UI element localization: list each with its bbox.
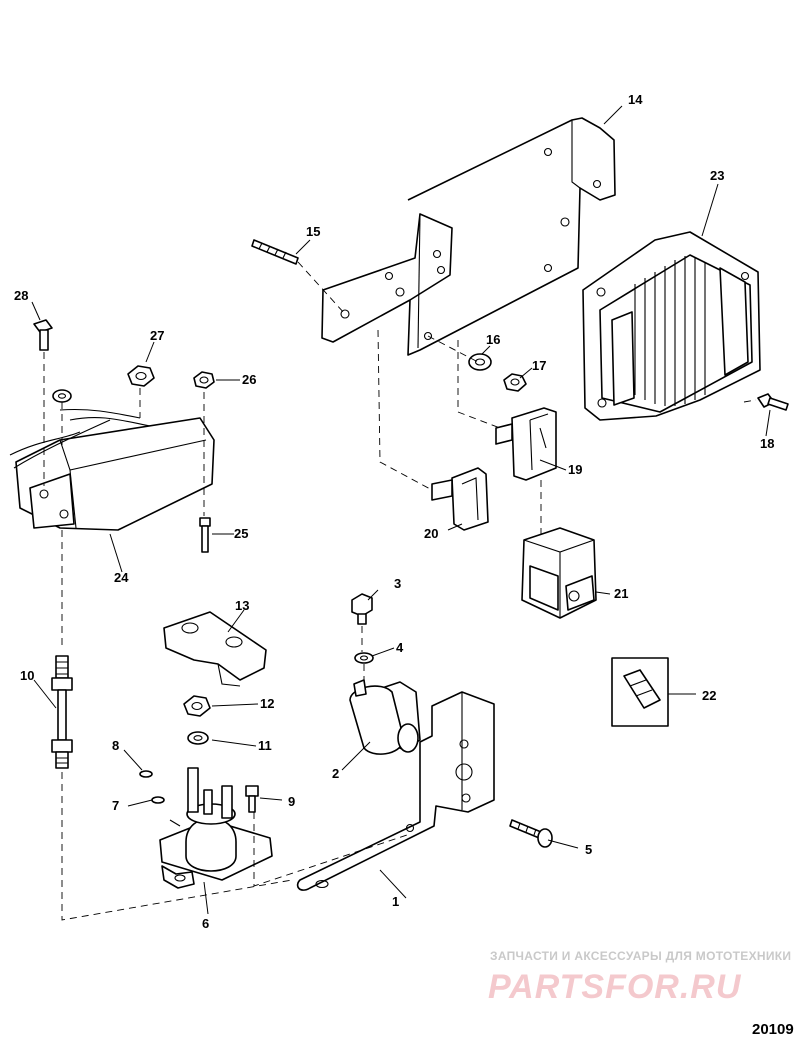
part-10-stud	[51, 655, 73, 769]
callout-2: 2	[332, 766, 339, 781]
callout-4: 4	[396, 640, 404, 655]
callout-22: 22	[702, 688, 716, 703]
callout-8: 8	[112, 738, 119, 753]
part-11-lock-washer	[187, 731, 209, 745]
callout-24: 24	[114, 570, 129, 585]
watermark: ЗАПЧАСТИ И АКСЕССУАРЫ ДЛЯ МОТОТЕХНИКИ PA…	[488, 949, 791, 1006]
callout-14: 14	[628, 92, 643, 107]
part-26-nut	[193, 371, 215, 389]
part-2-solenoid	[349, 679, 421, 755]
part-16-washer	[468, 353, 492, 371]
part-18-bolt	[757, 393, 789, 411]
callout-23: 23	[710, 168, 724, 183]
callout-13: 13	[235, 598, 249, 613]
callout-numbers: 1 2 3 4 5 6 7 8 9 10 11 12 13 14 15 16 1…	[14, 92, 774, 931]
part-8-clip	[139, 770, 153, 778]
callout-26: 26	[242, 372, 256, 387]
callout-20: 20	[424, 526, 438, 541]
washer-small	[52, 389, 72, 403]
part-28-screw	[33, 319, 53, 351]
part-21-relay	[521, 527, 597, 619]
part-13-terminal-cover	[163, 611, 267, 687]
part-15-stud-bolt	[251, 239, 299, 265]
part-4-lock-washer	[354, 652, 374, 664]
part-6-solenoid	[159, 767, 273, 889]
part-24-ignition-module	[9, 408, 215, 531]
figure-number: 20109	[752, 1021, 794, 1038]
part-12-nut	[183, 695, 211, 717]
part-9-screw	[245, 785, 259, 813]
callout-25: 25	[234, 526, 248, 541]
callout-6: 6	[202, 916, 209, 931]
callout-10: 10	[20, 668, 34, 683]
part-5-screw	[509, 819, 553, 848]
part-7-clip	[151, 796, 165, 804]
callout-12: 12	[260, 696, 274, 711]
part-3-bolt	[351, 593, 373, 625]
callout-18: 18	[760, 436, 774, 451]
callout-16: 16	[486, 332, 500, 347]
assembly-lines	[43, 261, 757, 921]
callout-7: 7	[112, 798, 119, 813]
part-14-mounting-bracket	[321, 117, 616, 356]
callout-1: 1	[392, 894, 399, 909]
part-27-nut	[127, 365, 155, 387]
callout-21: 21	[614, 586, 628, 601]
callout-9: 9	[288, 794, 295, 809]
callout-28: 28	[14, 288, 28, 303]
callout-5: 5	[585, 842, 592, 857]
part-19-relay-socket	[495, 407, 557, 481]
callout-27: 27	[150, 328, 164, 343]
watermark-tagline: ЗАПЧАСТИ И АКСЕССУАРЫ ДЛЯ МОТОТЕХНИКИ	[490, 949, 791, 963]
callout-15: 15	[306, 224, 320, 239]
part-17-nut	[503, 373, 527, 392]
callout-11: 11	[258, 738, 272, 753]
callout-17: 17	[532, 358, 546, 373]
callout-19: 19	[568, 462, 582, 477]
callout-3: 3	[394, 576, 401, 591]
watermark-brand: PARTSFOR.RU	[488, 968, 742, 1006]
part-22-fuse	[611, 657, 669, 727]
leader-lines	[31, 105, 771, 915]
part-25-screw	[199, 517, 211, 553]
part-23-control-module	[582, 231, 761, 421]
part-20-connector	[431, 467, 489, 531]
